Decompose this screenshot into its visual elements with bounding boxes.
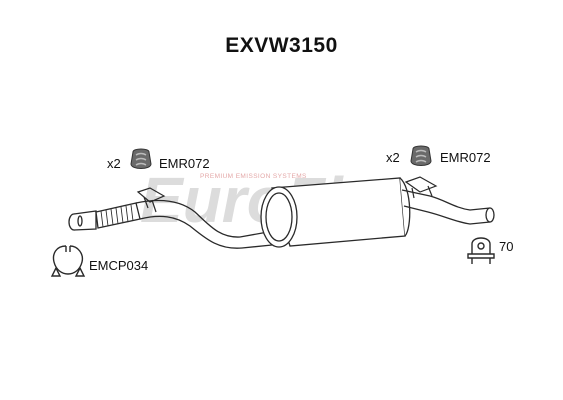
pipe-clamp-icon xyxy=(50,245,86,277)
rubber-right-qty: x2 xyxy=(386,150,400,165)
tail-pipe xyxy=(401,189,495,225)
u-bolt-clamp-icon xyxy=(467,237,495,264)
rubber-left-qty: x2 xyxy=(107,156,121,171)
ubolt-code: 70 xyxy=(499,239,514,254)
clamp-code: EMCP034 xyxy=(89,258,149,273)
intermediate-pipe xyxy=(135,199,273,249)
rubber-mount-icon xyxy=(130,148,152,169)
hanger-right xyxy=(404,176,438,199)
front-flex-pipe xyxy=(68,202,141,231)
rubber-left-code: EMR072 xyxy=(159,156,210,171)
rubber-right-code: EMR072 xyxy=(440,150,491,165)
watermark-tagline: PREMIUM EMISSION SYSTEMS xyxy=(200,173,307,180)
hanger-left xyxy=(136,187,166,213)
silencer xyxy=(260,177,411,248)
rubber-mount-icon xyxy=(410,145,432,166)
part-number-title: EXVW3150 xyxy=(225,34,338,57)
